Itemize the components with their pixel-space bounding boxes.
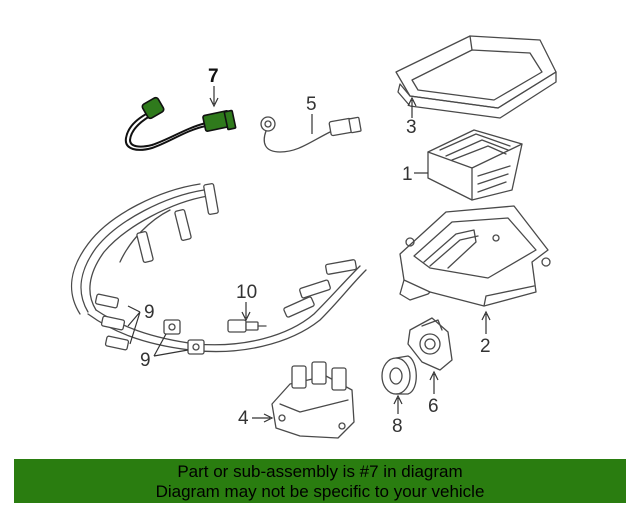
callout-8[interactable]: 8 — [392, 416, 403, 437]
leader-4 — [252, 413, 274, 423]
banner-line-2: Diagram may not be specific to your vehi… — [155, 482, 485, 501]
leader-2 — [481, 310, 491, 334]
part-1-control-module[interactable] — [427, 129, 523, 201]
callout-1[interactable]: 1 — [402, 164, 413, 185]
ignition-wire-harness[interactable] — [70, 183, 367, 355]
part-7-sensor-harness[interactable] — [124, 96, 237, 151]
part-10-sensor[interactable] — [227, 319, 267, 333]
info-banner: Part or sub-assembly is #7 in diagram Di… — [14, 459, 626, 503]
part-5-sensor-lead[interactable] — [260, 116, 362, 153]
part-2-mounting-tray[interactable] — [399, 205, 551, 307]
callout-3[interactable]: 3 — [406, 117, 417, 138]
callout-5[interactable]: 5 — [306, 94, 317, 115]
leader-7 — [209, 86, 219, 108]
callout-6[interactable]: 6 — [428, 396, 439, 417]
callout-9-lower[interactable]: 9 — [140, 350, 151, 371]
callout-4[interactable]: 4 — [238, 408, 249, 429]
part-6-bracket[interactable] — [407, 317, 453, 371]
leader-6 — [429, 370, 439, 394]
callout-9-upper[interactable]: 9 — [144, 302, 155, 323]
part-8-grommet[interactable] — [381, 355, 417, 395]
leader-8 — [393, 394, 403, 414]
part-3-module-cover[interactable] — [395, 35, 557, 119]
callout-7[interactable]: 7 — [208, 66, 219, 87]
part-4-ignition-coil[interactable] — [271, 361, 355, 439]
leader-3 — [407, 96, 417, 118]
leader-9-lower — [153, 333, 189, 357]
leader-10 — [241, 302, 251, 322]
banner-line-1: Part or sub-assembly is #7 in diagram — [177, 462, 463, 481]
exploded-parts-diagram: 7 5 3 1 — [70, 35, 557, 439]
leader-9-upper — [127, 305, 141, 345]
callout-10[interactable]: 10 — [236, 282, 257, 303]
callout-2[interactable]: 2 — [480, 336, 491, 357]
